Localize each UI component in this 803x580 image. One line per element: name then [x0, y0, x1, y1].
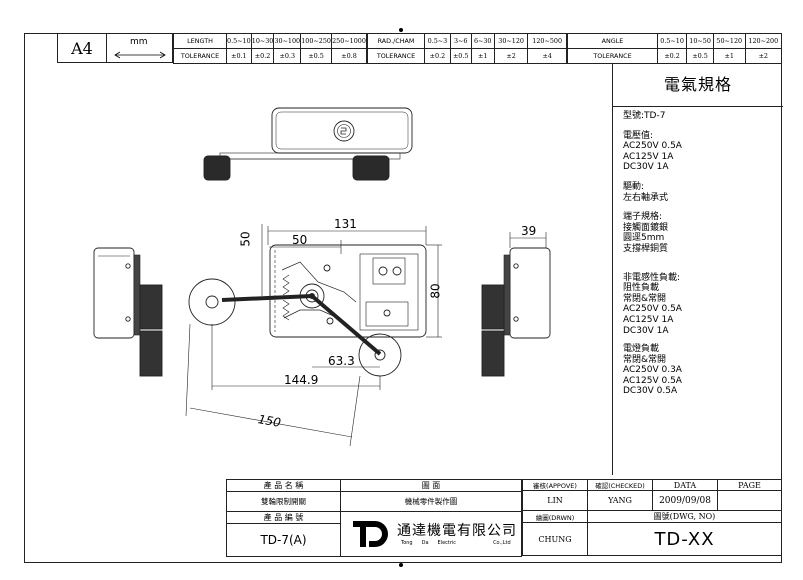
- top-view: [203, 107, 413, 181]
- company-cell: 通達機電有限公司 Tong Da Electric Co.,Ltd: [340, 511, 522, 557]
- approver: LIN: [522, 490, 588, 511]
- dwg-no-label: 圖號(DWG, NO): [587, 510, 782, 523]
- dim-39: 39: [521, 224, 537, 238]
- drawing-value: 機械零件製作圖: [340, 491, 522, 512]
- spec-lamp-title: 電燈負載: [623, 344, 660, 355]
- company-en-part: Electric: [437, 540, 457, 546]
- spec-voltage-title: 電壓值:: [623, 130, 654, 141]
- spec-panel: 電氣規格 型號:TD-7 電壓值: AC250V 0.5A AC125V 1A …: [612, 63, 783, 475]
- front-view: [188, 244, 427, 377]
- spec-voltage-line: DC30V 1A: [623, 162, 669, 173]
- spec-terminal-title: 端子規格:: [623, 212, 663, 223]
- product-no: TD-7(A): [226, 523, 341, 557]
- spec-resistive-title: 阻性負載: [623, 283, 660, 294]
- spec-body: 型號:TD-7 電壓值: AC250V 0.5A AC125V 1A DC30V…: [623, 111, 778, 406]
- spec-resistive-line: DC30V 1A: [623, 325, 669, 336]
- spec-drive-value: 左右軸承式: [623, 192, 669, 203]
- right-side-view: [481, 247, 551, 377]
- unit-label: mm: [130, 37, 148, 47]
- checked-label: 確認(CHECKED): [587, 479, 653, 491]
- spec-resistive-line: AC250V 0.5A: [623, 304, 682, 315]
- product-no-label: 產 品 編 號: [226, 511, 341, 524]
- angle-tolerance: ±0.2: [656, 48, 688, 64]
- angle-tolerance: ±2: [744, 48, 783, 64]
- company-en-part: Tong: [401, 540, 413, 546]
- angle-tolerance-table: ANGLE 0.5~10 10~50 50~120 120~200 TOLERA…: [567, 33, 783, 64]
- spec-resistive-sub: 常閉&常開: [623, 293, 667, 304]
- length-tolerance: ±0.3: [273, 48, 302, 64]
- spec-terminal-line: 圓逕5mm: [623, 233, 665, 244]
- left-side-view: [93, 247, 163, 377]
- title-block-right: 審核(APPOVE) 確認(CHECKED) DATA PAGE LIN YAN…: [522, 479, 782, 556]
- company-logo: [353, 521, 388, 547]
- spec-voltage-line: AC125V 1A: [623, 151, 674, 162]
- company-en-part: Da: [421, 540, 429, 546]
- drawing-label: 圖 面: [340, 479, 522, 492]
- spec-lamp-line: AC250V 0.3A: [623, 365, 682, 376]
- angle-range: 10~50: [686, 33, 714, 49]
- product-name: 雙輪限制開關: [226, 491, 341, 512]
- drawing-date: 2009/09/08: [652, 490, 718, 511]
- spec-title: 電氣規格: [613, 63, 783, 107]
- company-english: Tong Da Electric Co.,Ltd: [401, 540, 511, 546]
- tolerance-label: TOLERANCE: [367, 48, 425, 64]
- dim-50-vertical: 50: [238, 231, 253, 247]
- approve-label: 審核(APPOVE): [522, 479, 588, 491]
- length-tolerance: ±0.1: [226, 48, 252, 64]
- radcham-tolerance: ±0.2: [424, 48, 451, 64]
- dim-63-3: 63.3: [328, 354, 355, 368]
- unit-cell: mm: [107, 33, 173, 63]
- unit-arrow: [114, 51, 166, 59]
- spec-model: 型號:TD-7: [623, 111, 666, 121]
- spec-terminal-line: 支撐桿銅質: [623, 243, 669, 254]
- paper-size: A4: [57, 33, 107, 63]
- spec-lamp-line: DC30V 0.5A: [623, 386, 678, 397]
- spec-resistive-line: AC125V 1A: [623, 314, 674, 325]
- radcham-tolerance: ±4: [527, 48, 567, 64]
- date-label: DATA: [652, 479, 718, 491]
- center-mark-bottom: [399, 563, 403, 567]
- radcham-tolerance-table: RAD./CHAM 0.5~3 3~6 6~30 30~120 120~500 …: [367, 33, 567, 64]
- spec-drive-title: 驅動:: [623, 181, 645, 192]
- title-block-left: 產 品 名 稱 圖 面 雙輪限制開關 機械零件製作圖 產 品 編 號 通達機電有…: [226, 479, 522, 557]
- dim-80: 80: [428, 283, 443, 299]
- spec-terminal-line: 接觸面鍍銀: [623, 222, 669, 233]
- dimension-lines: [185, 224, 547, 447]
- length-tolerance: ±0.8: [331, 48, 367, 64]
- angle-range: 120~200: [744, 33, 783, 49]
- technical-drawing: [93, 107, 551, 447]
- dwg-no: TD-XX: [587, 522, 782, 556]
- company-en-part: Co.,Ltd: [493, 540, 511, 546]
- dim-144-9: 144.9: [284, 373, 319, 387]
- length-tolerance-table: LENGTH 0.5~10 10~30 30~100 100~250 250~1…: [173, 33, 367, 64]
- drawn-label: 繪圖(DRWN): [522, 510, 588, 523]
- drawer: CHUNG: [522, 522, 588, 556]
- angle-tolerance: ±1: [712, 48, 746, 64]
- center-mark-top: [399, 28, 403, 32]
- spec-voltage-line: AC250V 0.5A: [623, 141, 682, 152]
- spec-lamp-line: AC125V 0.5A: [623, 375, 682, 386]
- radcham-tolerance: ±1: [470, 48, 495, 64]
- radcham-tolerance: ±2: [493, 48, 529, 64]
- tolerance-label: TOLERANCE: [173, 48, 227, 64]
- dim-50-horizontal: 50: [292, 233, 308, 247]
- paper-size-cell: A4: [57, 33, 107, 63]
- angle-tolerance: ±0.5: [686, 48, 714, 64]
- dim-131: 131: [334, 217, 357, 231]
- company-name: 通達機電有限公司: [397, 523, 517, 539]
- angle-range: 50~120: [712, 33, 746, 49]
- spec-lamp-sub: 常閉&常開: [623, 354, 667, 365]
- product-name-label: 產 品 名 稱: [226, 479, 341, 492]
- page-value: [717, 490, 782, 511]
- page-label: PAGE: [717, 479, 782, 491]
- spec-noninductive-title: 非電感性負載:: [623, 272, 681, 283]
- angle-range: 0.5~10: [656, 33, 688, 49]
- checker: YANG: [587, 490, 653, 511]
